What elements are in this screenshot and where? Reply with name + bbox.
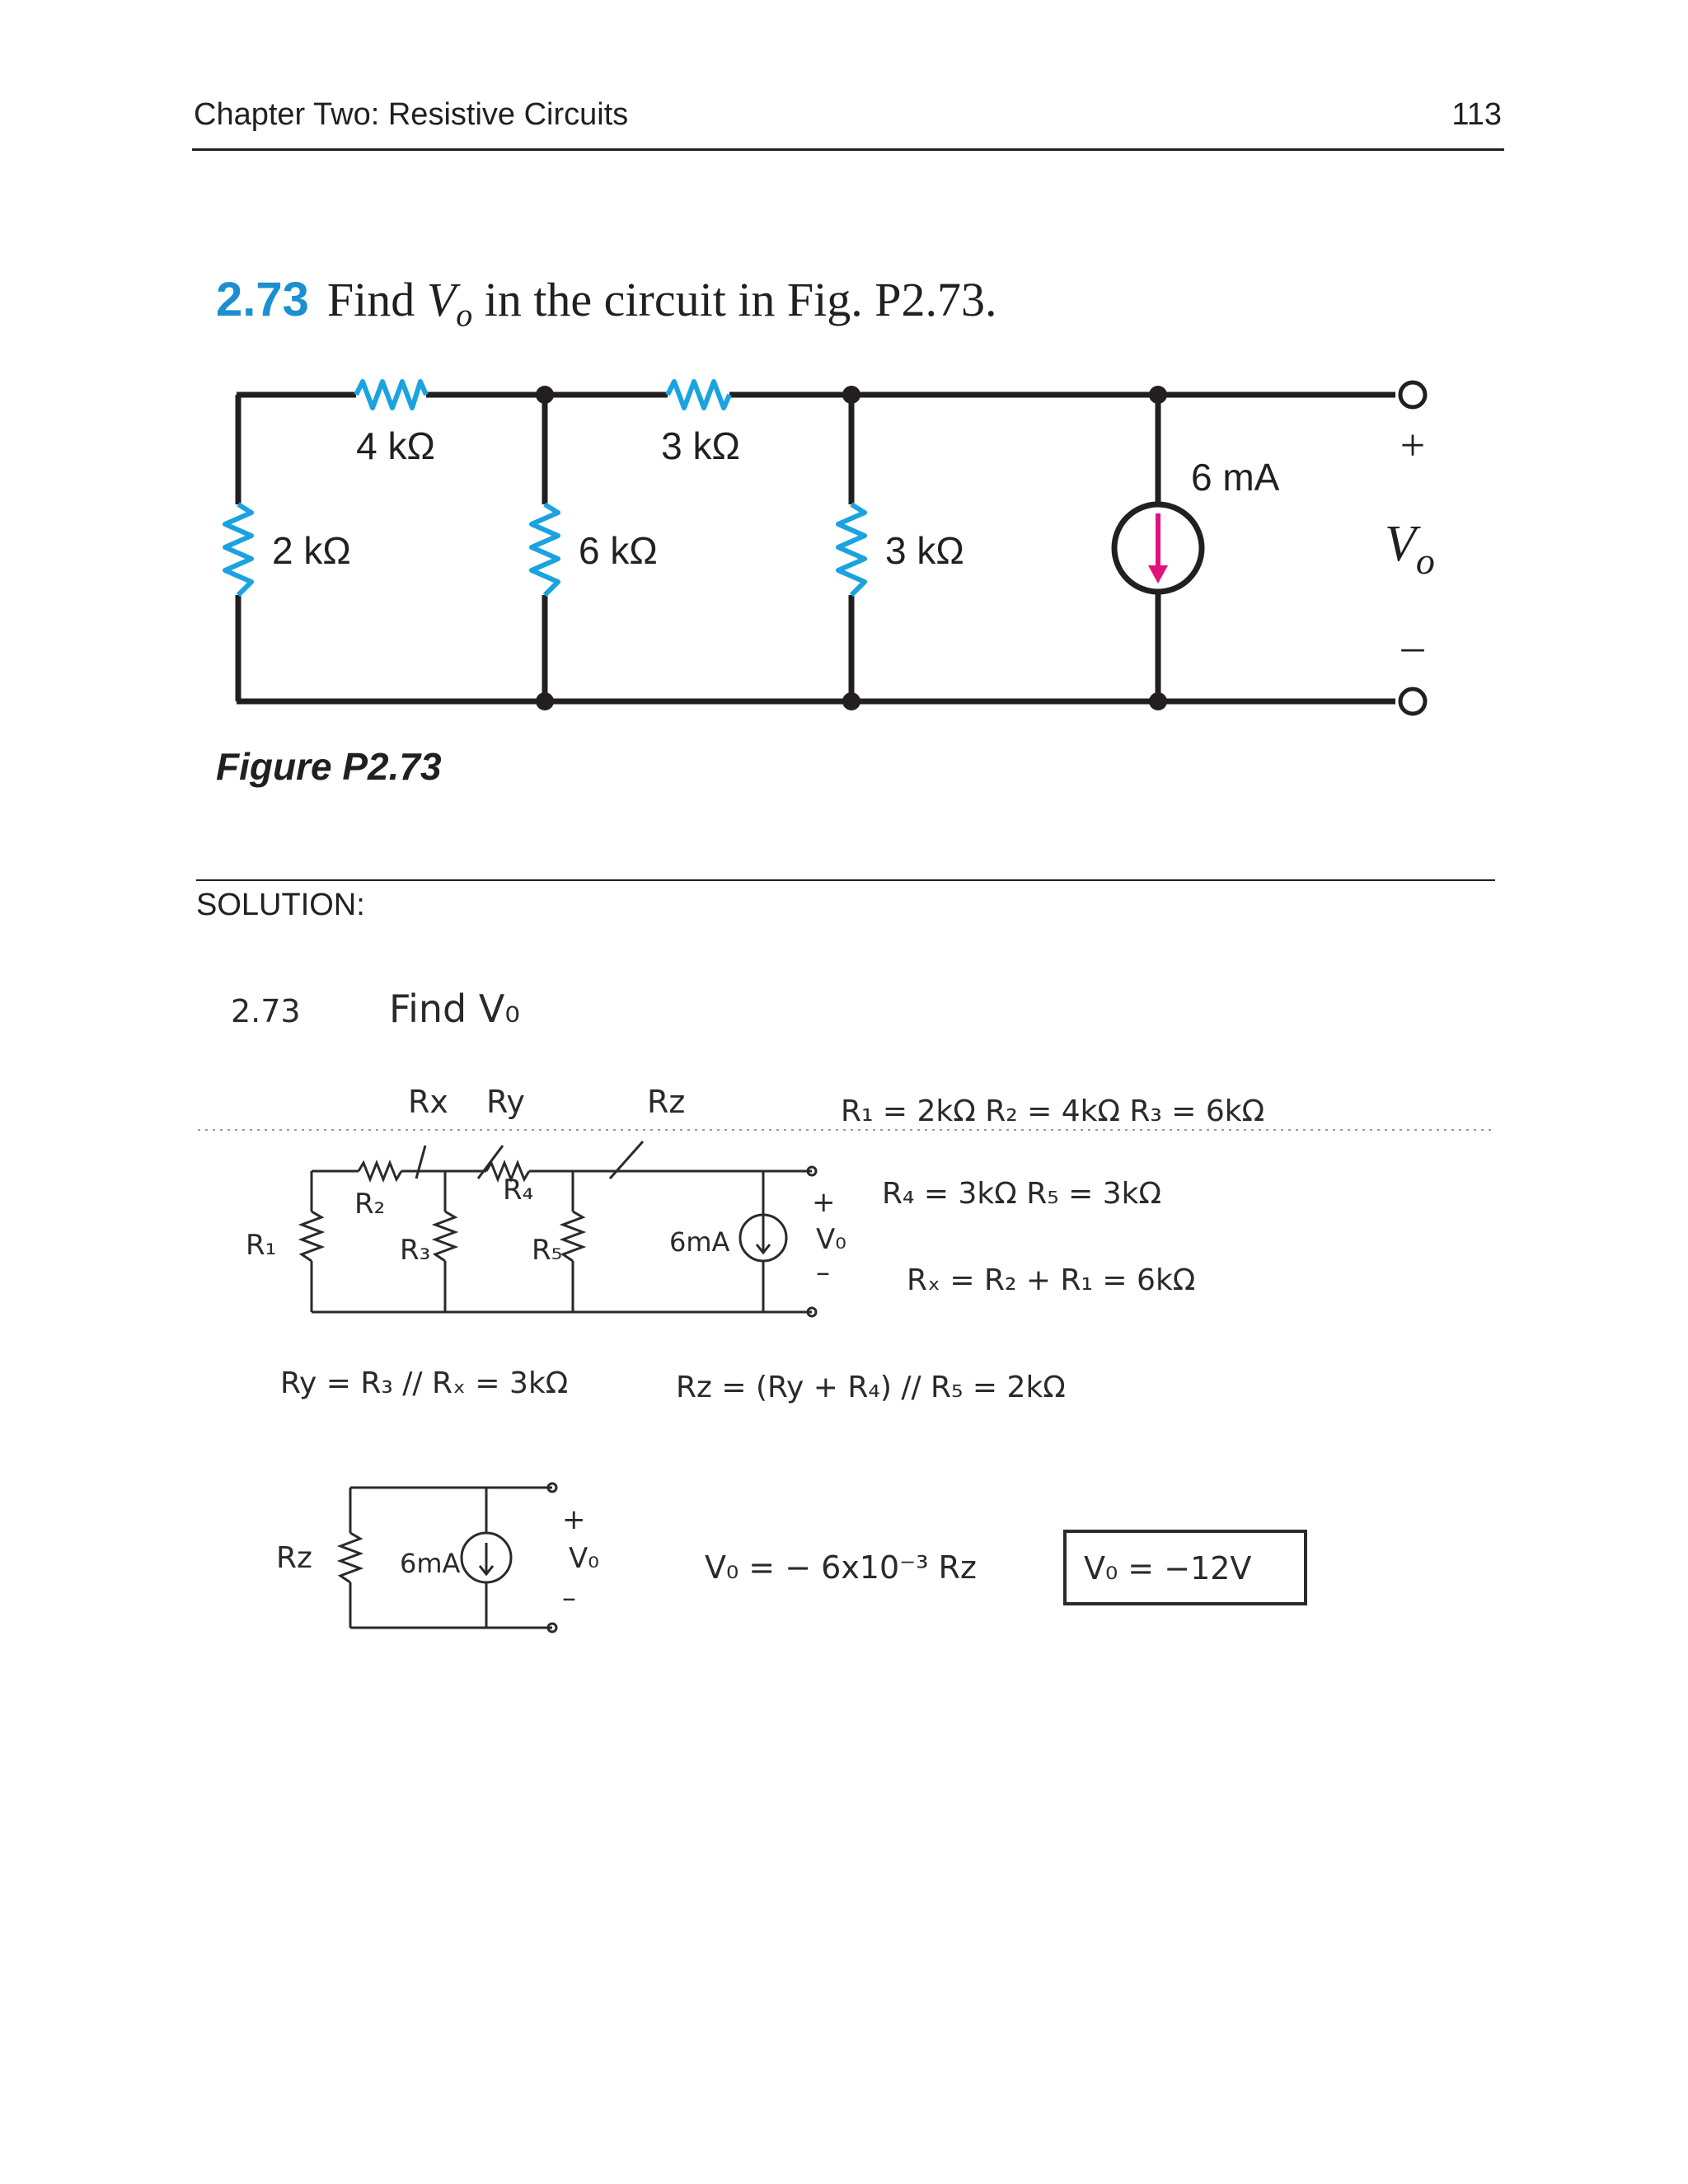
hw-heading-num: 2.73 [231, 993, 301, 1029]
label-minus: – [1401, 621, 1425, 671]
hw-eq1: R₁ = 2kΩ R₂ = 4kΩ R₃ = 6kΩ [841, 1094, 1264, 1128]
hw-vo-2: V₀ [569, 1542, 599, 1575]
resistor-3k-right-icon [836, 502, 867, 598]
hw-eq6: V₀ = − 6x10⁻³ Rz [705, 1549, 977, 1586]
label-vo: Vo [1385, 516, 1435, 582]
circuit-figure: 4 kΩ 3 kΩ 2 kΩ 6 kΩ 3 kΩ 6 mA + – Vo [223, 379, 1435, 716]
solution-label: SOLUTION: [196, 888, 365, 922]
terminal-top-icon [1398, 380, 1428, 410]
problem-number: 2.73 [216, 273, 309, 326]
hw-r4: R₄ [503, 1174, 533, 1207]
hw-r5: R₅ [532, 1234, 562, 1267]
hw-vo-1: V₀ [816, 1223, 846, 1256]
problem-text-before: Find [326, 273, 427, 326]
junction-dots [536, 386, 1167, 710]
hw-r1: R₁ [246, 1229, 276, 1262]
problem-subscript: o [456, 296, 473, 334]
label-r-top-mid: 3 kΩ [661, 424, 740, 467]
hw-rz-label: Rz [647, 1084, 685, 1120]
terminal-bottom-icon [1398, 687, 1428, 716]
hw-r3: R₃ [400, 1234, 430, 1267]
answer-box [1063, 1530, 1307, 1605]
resistor-3k-top-icon [665, 379, 732, 410]
problem-statement: 2.73 Find Vo in the circuit in Fig. P2.73… [216, 272, 997, 335]
hw-plus-1: + [812, 1186, 836, 1219]
hw-src-1: 6mA [669, 1226, 730, 1258]
hw-answer: V₀ = −12V [1084, 1550, 1251, 1586]
sketch-circuit-1 [298, 1141, 818, 1318]
hw-src-2: 6mA [400, 1548, 461, 1579]
current-source-icon [1111, 501, 1205, 595]
circuit-wires [235, 391, 1395, 705]
label-r-left: 2 kΩ [272, 529, 351, 572]
hw-eq5: Rz = (Ry + R₄) // R₅ = 2kΩ [676, 1371, 1066, 1404]
hw-eq4: Ry = R₃ // Rₓ = 3kΩ [280, 1366, 568, 1400]
hw-plus-2: + [562, 1503, 586, 1536]
hw-r2: R₂ [354, 1188, 385, 1221]
header-divider [192, 148, 1504, 151]
label-vo-main: V [1385, 516, 1421, 572]
resistors [223, 379, 867, 598]
sketch-circuit-2 [336, 1482, 558, 1633]
hw-minus-1: – [816, 1256, 830, 1289]
label-source: 6 mA [1191, 456, 1280, 499]
hw-eq2: R₄ = 3kΩ R₅ = 3kΩ [882, 1177, 1161, 1211]
problem-variable: V [426, 273, 457, 326]
hw-rz-2: Rz [276, 1541, 312, 1575]
hw-ry-label: Ry [486, 1084, 525, 1120]
hw-heading-text: Find V₀ [389, 987, 520, 1031]
resistor-4k-icon [354, 379, 429, 410]
hw-minus-2: – [562, 1582, 576, 1615]
problem-text-after: in the circuit in Fig. P2.73. [472, 273, 997, 326]
label-r-mid: 6 kΩ [579, 529, 658, 572]
label-vo-sub: o [1416, 540, 1435, 582]
page-number: 113 [1451, 97, 1502, 132]
solution-divider [196, 879, 1495, 881]
problem-text: Find Vo in the circuit in Fig. P2.73. [326, 273, 997, 334]
label-plus: + [1400, 420, 1425, 470]
hw-rx-label: Rx [408, 1084, 448, 1120]
label-r-top-left: 4 kΩ [356, 424, 435, 467]
hw-eq3: Rₓ = R₂ + R₁ = 6kΩ [907, 1263, 1195, 1297]
resistor-6k-icon [529, 502, 560, 598]
handwritten-solution: 2.73 Find V₀ Rx Ry Rz R₁ R₂ R₃ R₄ R₅ 6mA [198, 987, 1496, 1633]
chapter-title: Chapter Two: Resistive Circuits [194, 97, 629, 132]
figure-caption: Figure P2.73 [216, 745, 442, 788]
label-r-right: 3 kΩ [885, 529, 964, 572]
resistor-2k-icon [223, 502, 254, 598]
